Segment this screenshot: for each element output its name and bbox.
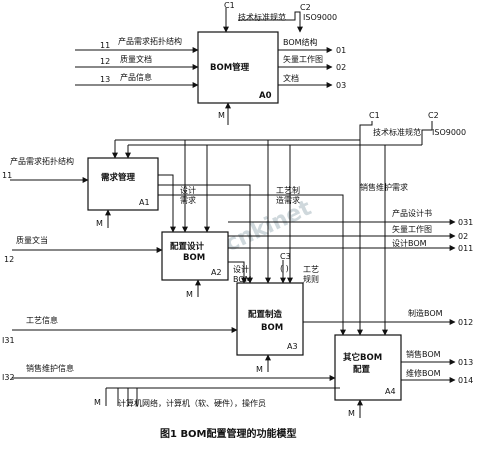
bottom-control-c1-text: 技术标准规范 [373, 127, 421, 137]
top-input-11-code: 11 [100, 41, 110, 50]
box-a4-title2: 配置 [353, 364, 371, 375]
mechanism-a4: M [348, 409, 355, 418]
label-design-bom-1: 设计 [233, 264, 249, 274]
box-a0-title: BOM管理 [210, 62, 250, 73]
bottom-output-014-code: 014 [458, 376, 473, 385]
top-control-c1-text: 技术标准规范 [238, 12, 286, 22]
top-output-01-code: 01 [336, 46, 346, 55]
bottom-input-i31-text: 工艺信息 [26, 315, 58, 325]
label-design-need-1: 设计 [180, 185, 196, 195]
top-control-c1: C1 [224, 1, 235, 10]
box-a4-title: 其它BOM [343, 352, 382, 363]
box-a1-id: A1 [139, 198, 150, 207]
bottom-input-12-text: 质量文当 [16, 235, 48, 245]
top-input-13-code: 13 [100, 75, 110, 84]
figure-caption: 图1 BOM配置管理的功能模型 [160, 427, 297, 440]
bottom-control-c2-text: ISO9000 [432, 128, 466, 137]
bottom-input-12-code: 12 [4, 255, 14, 264]
box-a2-title: 配置设计 [170, 241, 205, 252]
bottom-output-011-code: 011 [458, 244, 473, 253]
box-a1-title: 需求管理 [101, 172, 136, 183]
mechanism-text: 计算机网络，计算机（软、硬件），操作员 [118, 398, 266, 408]
top-control-c2: C2 [300, 3, 311, 12]
bottom-output-012-text: 制造BOM [408, 308, 443, 318]
top-input-12-code: 12 [100, 57, 110, 66]
control-c3-paren: ( ) [280, 264, 289, 273]
top-control-c2-text: ISO9000 [303, 13, 337, 22]
top-output-02-code: 02 [336, 63, 346, 72]
box-a0 [197, 31, 279, 104]
bottom-output-011-text: 设计BOM [392, 238, 427, 248]
mechanism-a1: M [96, 219, 103, 228]
bottom-control-c2: C2 [428, 111, 439, 120]
box-a1 [87, 157, 159, 211]
top-output-03-text: 文档 [283, 73, 299, 83]
bottom-control-c1: C1 [369, 111, 380, 120]
box-a2-title2: BOM [183, 253, 205, 263]
bottom-input-i31-code: I31 [2, 336, 15, 345]
bottom-input-i32-code: I32 [2, 373, 15, 382]
box-a2-id: A2 [211, 268, 222, 277]
mechanism-a2: M [186, 290, 193, 299]
bottom-output-02-text: 矢量工作图 [392, 224, 432, 234]
mechanism-main: M [94, 398, 101, 407]
bottom-input-11-text: 产品需求拓扑结构 [10, 156, 74, 166]
top-input-13-text: 产品信息 [120, 72, 152, 82]
top-diagram: BOM管理 A0 C1 C2 技术标准规范 ISO9000 11 产品需求拓扑结… [75, 1, 346, 125]
label-process-need-2: 造需求 [276, 195, 300, 205]
box-a3-id: A3 [287, 342, 298, 351]
label-design-need-2: 需求 [180, 195, 196, 205]
top-output-03-code: 03 [336, 81, 346, 90]
box-a0-id: A0 [259, 91, 272, 101]
bottom-output-013-text: 销售BOM [406, 349, 441, 359]
bottom-output-013-code: 013 [458, 358, 473, 367]
box-a3-title: 配置制造 [248, 309, 283, 320]
bottom-output-031-code: 031 [458, 218, 473, 227]
top-input-12-text: 质量文档 [120, 54, 152, 64]
bottom-input-11-code: 11 [2, 171, 12, 180]
bottom-output-031-text: 产品设计书 [392, 208, 432, 218]
box-a3-title2: BOM [261, 323, 283, 333]
mechanism-a3: M [256, 365, 263, 374]
top-output-02-text: 矢量工作图 [283, 54, 323, 64]
box-a4-id: A4 [385, 387, 396, 396]
control-c3: C3 [280, 252, 291, 261]
bottom-output-02-code: 02 [458, 232, 468, 241]
label-process-rule-2: 规则 [303, 274, 319, 284]
box-a4 [334, 334, 402, 401]
bottom-output-014-text: 维修BOM [406, 368, 441, 378]
label-sales-need: 销售维护需求 [360, 182, 408, 192]
bottom-input-i32-text: 销售维护信息 [26, 363, 74, 373]
label-design-bom-2: BOM [233, 275, 252, 284]
top-output-01-text: BOM结构 [283, 37, 318, 47]
bottom-diagram: C1 C2 技术标准规范 ISO9000 需求管理 A1 配置设计 BOM A2… [2, 111, 473, 418]
label-process-rule-1: 工艺 [303, 265, 319, 274]
box-a2 [161, 231, 229, 281]
top-input-11-text: 产品需求拓扑结构 [118, 36, 182, 46]
label-process-need-1: 工艺制 [276, 185, 300, 195]
top-mechanism: M [218, 111, 225, 120]
bottom-output-012-code: 012 [458, 318, 473, 327]
